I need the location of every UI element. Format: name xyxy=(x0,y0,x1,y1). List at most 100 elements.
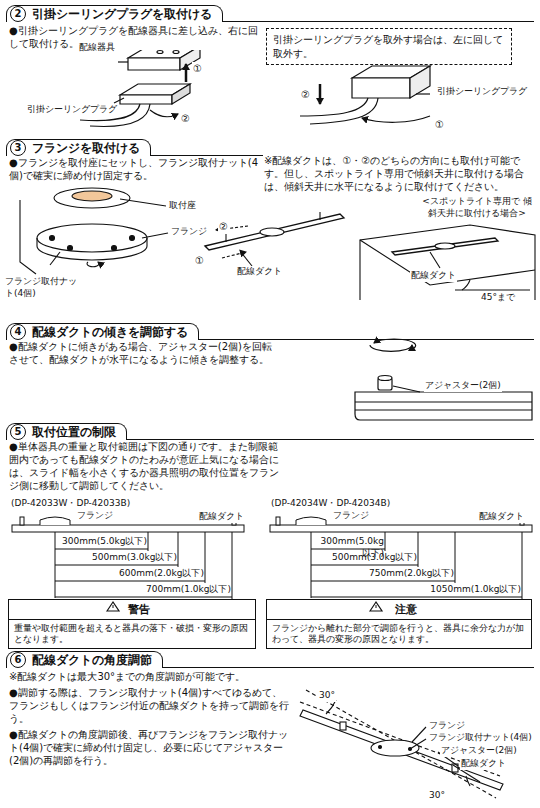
label: ●フランジを取付座にセットし、フランジ取付ナット(4個)で確実に締め付け固定する… xyxy=(8,156,272,182)
label: 引掛シーリングプラグ xyxy=(436,86,528,98)
label: 750mm(2.0kg以下) xyxy=(313,568,455,580)
label: 配線ダクト xyxy=(478,511,525,523)
ellipse-stroke xyxy=(435,243,455,249)
path-stroke xyxy=(462,280,470,290)
line-stroke xyxy=(50,252,60,265)
path-stroke xyxy=(362,116,430,122)
line-stroke xyxy=(385,532,386,551)
step-title: 引掛シーリングプラグを取付ける xyxy=(32,7,212,21)
line-stroke xyxy=(455,289,530,290)
circle-stroke xyxy=(68,246,73,251)
rect-stroke xyxy=(340,722,346,730)
warning-box: 注意フランジから離れた部分で調節を行うと、器具に余分な力が加わって、器具の変形の… xyxy=(266,599,532,649)
line-stroke xyxy=(319,212,320,220)
label: (DP-42033W・DP-42033B) xyxy=(10,498,131,510)
circle-stroke xyxy=(50,236,55,241)
label: ① xyxy=(434,118,445,131)
label: ●配線ダクトの角度調節後、再びフランジをフランジ取付ナット(4個)で確実に締め付… xyxy=(8,728,290,767)
line-stroke xyxy=(178,532,179,567)
path-stroke xyxy=(296,517,326,525)
line-stroke xyxy=(120,199,166,206)
label: 500mm(3.0kg以下) xyxy=(57,552,178,564)
line-stroke xyxy=(430,252,440,268)
label: 配線ダクト xyxy=(410,270,457,282)
step-title: 取付位置の制限 xyxy=(32,425,116,439)
line-stroke xyxy=(416,93,430,94)
line-stroke xyxy=(55,565,178,566)
warning-text: 重量や取付範囲を超えると器具の落下・破損・変形の原因となります。 xyxy=(9,620,255,648)
step-title: フランジを取付ける xyxy=(32,141,140,155)
line-stroke xyxy=(355,401,532,402)
note-text: 引掛シーリングプラグを取外す場合は、左に回して取外す。 xyxy=(273,33,505,60)
line-stroke xyxy=(55,549,148,550)
ellipse-stroke xyxy=(72,191,112,201)
line-stroke xyxy=(148,532,149,551)
section6-art xyxy=(300,690,503,798)
line-stroke xyxy=(376,605,377,608)
section-header: 2 引掛シーリングプラグを取付ける xyxy=(6,2,534,22)
label: 30° xyxy=(428,790,446,802)
path-stroke xyxy=(205,214,344,250)
warning-heading: 注意 xyxy=(267,600,531,620)
label: ② xyxy=(180,112,191,125)
label: 配線ダクト xyxy=(236,266,283,278)
header-tab: 5取付位置の制限 xyxy=(6,423,127,440)
label: フランジ xyxy=(332,510,370,522)
label: ●調節する際は、フランジ取付ナット(4個)すべてゆるめて、フランジもしくはフラン… xyxy=(8,686,290,725)
path-stroke xyxy=(172,84,190,104)
path-stroke xyxy=(150,110,178,117)
ellipse-stroke xyxy=(260,228,284,236)
label: フランジ取付ナット(4個) xyxy=(4,276,84,299)
ellipse-stroke xyxy=(37,224,147,252)
path-stroke xyxy=(410,66,430,98)
rect-stroke xyxy=(270,525,532,532)
line-stroke xyxy=(114,98,124,103)
line-stroke xyxy=(393,386,420,392)
path-stroke xyxy=(326,700,336,714)
path-stroke xyxy=(107,602,119,611)
label: 引掛シーリングプラグ xyxy=(26,104,118,116)
label: フランジ xyxy=(170,226,208,238)
path-stroke xyxy=(20,200,36,274)
section5-art xyxy=(12,517,532,611)
label: (DP-42034W・DP-42034B) xyxy=(270,498,391,510)
label: 600mm(2.0kg以下) xyxy=(57,568,205,580)
label: フランジ xyxy=(76,510,114,522)
label: ② xyxy=(300,88,311,101)
path-stroke xyxy=(370,345,412,351)
label: 配線ダクト xyxy=(460,758,507,770)
ellipse-stroke xyxy=(157,51,163,54)
path-stroke xyxy=(37,238,147,260)
line-stroke xyxy=(319,84,322,104)
path-stroke xyxy=(128,58,180,70)
step-title: 配線ダクトの傾きを調節する xyxy=(32,325,188,339)
line-stroke xyxy=(311,581,455,582)
path-stroke xyxy=(87,262,99,267)
line-stroke xyxy=(55,597,232,598)
path-stroke xyxy=(306,690,496,798)
section4-art xyxy=(355,339,532,420)
line-stroke xyxy=(311,565,418,566)
label: 45°まで xyxy=(480,292,516,304)
label: 500mm(3.0kg以下) xyxy=(313,552,418,564)
section-header: 6配線ダクトの角度調節 xyxy=(6,648,534,668)
path-stroke xyxy=(40,517,70,525)
warning-box: 警告重量や取付範囲を超えると器具の落下・破損・変形の原因となります。 xyxy=(8,599,256,649)
section2-art xyxy=(80,46,430,126)
label: 配線ダクト xyxy=(198,511,245,523)
section-header: 5取付位置の制限 xyxy=(6,420,534,440)
label: ① xyxy=(192,62,203,75)
path-stroke xyxy=(360,240,535,285)
step-number: 2 xyxy=(10,6,26,22)
label: 取付座 xyxy=(168,200,197,212)
rect-stroke xyxy=(12,525,244,532)
line-stroke xyxy=(240,251,252,266)
step-number: 6 xyxy=(10,652,26,668)
label: アジャスター(2個) xyxy=(440,745,518,757)
rect-stroke xyxy=(276,517,280,525)
label: フランジ取付ナット(4個) xyxy=(428,732,533,744)
ellipse-stroke xyxy=(54,188,130,208)
line-stroke xyxy=(418,532,419,567)
header-tab: 3フランジを取付ける xyxy=(6,139,151,156)
circle-stroke xyxy=(379,746,382,749)
